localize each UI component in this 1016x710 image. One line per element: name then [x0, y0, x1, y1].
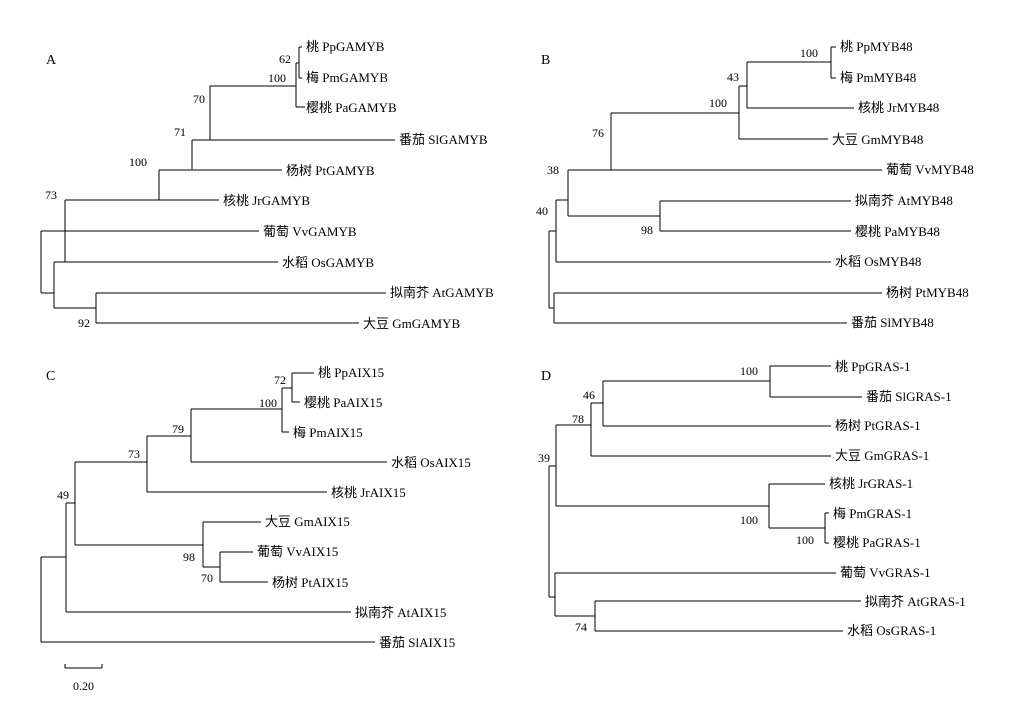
support-value: 78 [572, 412, 584, 426]
leaf-label: 葡萄 VvGRAS-1 [840, 565, 931, 580]
leaf-label: 葡萄 VvAIX15 [257, 544, 338, 559]
support-value: 71 [174, 125, 186, 139]
support-value: 98 [641, 223, 653, 237]
leaf-label: 桃 PpAIX15 [318, 365, 384, 380]
leaf-label: 梅 PmGRAS-1 [833, 506, 912, 521]
leaf-label: 水稻 OsMYB48 [835, 254, 921, 269]
panel-d-branches [548, 365, 862, 632]
support-value: 39 [538, 451, 550, 465]
support-value: 70 [193, 92, 205, 106]
leaf-label: 樱桃 PaAIX15 [304, 395, 382, 410]
leaf-label: 杨树 PtAIX15 [272, 575, 348, 590]
leaf-label: 核桃 JrGRAS-1 [829, 476, 913, 491]
panel-a-support-values: 62 100 70 71 100 73 92 [45, 52, 291, 330]
leaf-label: 核桃 JrMYB48 [858, 100, 939, 115]
support-value: 98 [183, 550, 195, 564]
panel-a: A [40, 39, 494, 331]
panel-a-letter: A [46, 53, 57, 68]
support-value: 100 [740, 513, 758, 527]
panel-a-branches [40, 46, 395, 324]
leaf-label: 樱桃 PaGAMYB [306, 100, 397, 115]
panel-b-support-values: 100 43 100 76 98 38 40 [536, 46, 818, 237]
panel-d: D [538, 359, 966, 638]
panel-a-leaf-labels: 桃 PpGAMYB 梅 PmGAMYB 樱桃 PaGAMYB 番茄 SlGAMY… [223, 39, 494, 331]
support-value: 49 [57, 488, 69, 502]
support-value: 43 [727, 70, 739, 84]
support-value: 100 [796, 533, 814, 547]
panel-c-support-values: 72 100 79 73 98 70 49 [57, 373, 286, 585]
support-value: 73 [45, 188, 57, 202]
support-value: 92 [78, 316, 90, 330]
support-value: 76 [592, 126, 604, 140]
leaf-label: 大豆 GmGAMYB [363, 316, 460, 331]
leaf-label: 拟南芥 AtGAMYB [390, 285, 494, 300]
scale-bar-label: 0.20 [73, 679, 94, 693]
panel-d-leaf-labels: 桃 PpGRAS-1 番茄 SlGRAS-1 杨树 PtGRAS-1 大豆 Gm… [829, 359, 966, 638]
support-value: 100 [740, 364, 758, 378]
leaf-label: 番茄 SlAIX15 [379, 635, 455, 650]
leaf-label: 大豆 GmAIX15 [265, 514, 350, 529]
panel-c-leaf-labels: 桃 PpAIX15 樱桃 PaAIX15 梅 PmAIX15 水稻 OsAIX1… [257, 365, 471, 650]
leaf-label: 葡萄 VvMYB48 [886, 162, 974, 177]
leaf-label: 番茄 SlMYB48 [851, 315, 934, 330]
panel-c: C [40, 365, 471, 693]
leaf-label: 拟南芥 AtMYB48 [855, 193, 953, 208]
leaf-label: 大豆 GmGRAS-1 [835, 448, 929, 463]
leaf-label: 杨树 PtGRAS-1 [835, 418, 921, 433]
support-value: 72 [274, 373, 286, 387]
leaf-label: 樱桃 PaGRAS-1 [833, 535, 921, 550]
leaf-label: 大豆 GmMYB48 [832, 132, 923, 147]
panel-c-letter: C [46, 369, 55, 384]
support-value: 100 [709, 96, 727, 110]
support-value: 100 [259, 396, 277, 410]
panel-d-letter: D [541, 369, 551, 384]
support-value: 40 [536, 204, 548, 218]
support-value: 73 [128, 447, 140, 461]
panel-b-branches [548, 46, 882, 324]
support-value: 79 [172, 422, 184, 436]
leaf-label: 水稻 OsGAMYB [282, 255, 374, 270]
leaf-label: 水稻 OsAIX15 [391, 455, 471, 470]
leaf-label: 樱桃 PaMYB48 [855, 224, 940, 239]
leaf-label: 番茄 SlGRAS-1 [866, 389, 952, 404]
leaf-label: 水稻 OsGRAS-1 [847, 623, 936, 638]
support-value: 70 [201, 571, 213, 585]
leaf-label: 核桃 JrAIX15 [331, 485, 406, 500]
leaf-label: 核桃 JrGAMYB [223, 193, 310, 208]
leaf-label: 拟南芥 AtGRAS-1 [865, 594, 966, 609]
support-value: 100 [268, 71, 286, 85]
panel-b-leaf-labels: 桃 PpMYB48 梅 PmMYB48 核桃 JrMYB48 大豆 GmMYB4… [832, 39, 974, 330]
leaf-label: 桃 PpMYB48 [840, 39, 913, 54]
leaf-label: 葡萄 VvGAMYB [263, 224, 357, 239]
leaf-label: 梅 PmAIX15 [293, 425, 363, 440]
leaf-label: 杨树 PtGAMYB [286, 163, 375, 178]
leaf-label: 梅 PmGAMYB [306, 70, 388, 85]
leaf-label: 桃 PpGRAS-1 [835, 359, 911, 374]
leaf-label: 梅 PmMYB48 [840, 70, 916, 85]
support-value: 100 [800, 46, 818, 60]
leaf-label: 番茄 SlGAMYB [399, 132, 488, 147]
leaf-label: 杨树 PtMYB48 [886, 285, 969, 300]
support-value: 46 [583, 388, 595, 402]
support-value: 62 [279, 52, 291, 66]
leaf-label: 桃 PpGAMYB [306, 39, 385, 54]
support-value: 100 [129, 155, 147, 169]
leaf-label: 拟南芥 AtAIX15 [355, 605, 446, 620]
support-value: 74 [575, 620, 587, 634]
panel-c-branches [40, 372, 387, 669]
panel-d-support-values: 100 46 78 100 100 39 74 [538, 364, 814, 634]
panel-b-letter: B [541, 53, 550, 68]
support-value: 38 [547, 163, 559, 177]
panel-b: B [536, 39, 974, 330]
